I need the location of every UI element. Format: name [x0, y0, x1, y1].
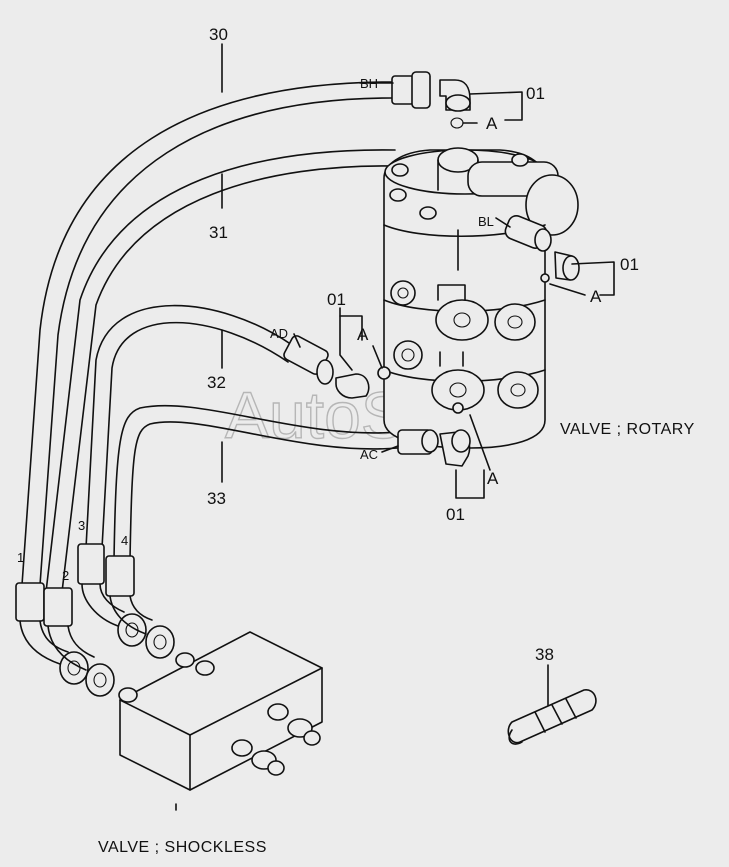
label-port-ac: AC [360, 447, 378, 462]
label-fitting-01-top: 01 [526, 84, 545, 103]
label-hose-32: 32 [207, 373, 226, 392]
leader-lines [221, 43, 615, 499]
label-fitting-01-mid: 01 [327, 290, 346, 309]
connector-bh [391, 71, 471, 112]
label-hose-end-4: 4 [121, 533, 128, 548]
caption-shockless-valve: VALVE ; SHOCKLESS [98, 839, 267, 856]
label-hose-end-2: 2 [62, 568, 69, 583]
hose-32 [85, 304, 293, 549]
hose-33 [113, 404, 399, 561]
caption-rotary-valve: VALVE ; ROTARY [560, 421, 695, 438]
label-port-bl: BL [478, 214, 494, 229]
label-port-ad: AD [270, 326, 288, 341]
connector-ad [283, 335, 391, 399]
oring-top [450, 117, 464, 129]
label-oring-a-right: A [590, 287, 602, 306]
shockless-valve-body [118, 631, 323, 811]
hose-30 [21, 81, 393, 586]
label-hose-30: 30 [209, 25, 228, 44]
label-part-38: 38 [535, 645, 554, 664]
label-oring-a-bottom: A [487, 469, 499, 488]
label-hose-31: 31 [209, 223, 228, 242]
connector-ac [397, 402, 471, 467]
hose-end-2 [43, 587, 115, 697]
part-38-hose-joint [507, 664, 597, 745]
label-oring-a-top: A [486, 114, 498, 133]
connector-bl [504, 214, 580, 283]
label-port-bh: BH [360, 76, 378, 91]
hose-end-4 [105, 555, 175, 659]
rotary-valve-body [383, 147, 579, 449]
label-hose-33: 33 [207, 489, 226, 508]
label-fitting-01-right: 01 [620, 255, 639, 274]
hose-end-3 [77, 543, 147, 647]
label-hose-end-1: 1 [17, 550, 24, 565]
hose-31 [45, 149, 396, 593]
label-oring-a-mid: A [357, 325, 369, 344]
label-hose-end-3: 3 [78, 518, 85, 533]
label-fitting-01-bottom: 01 [446, 505, 465, 524]
